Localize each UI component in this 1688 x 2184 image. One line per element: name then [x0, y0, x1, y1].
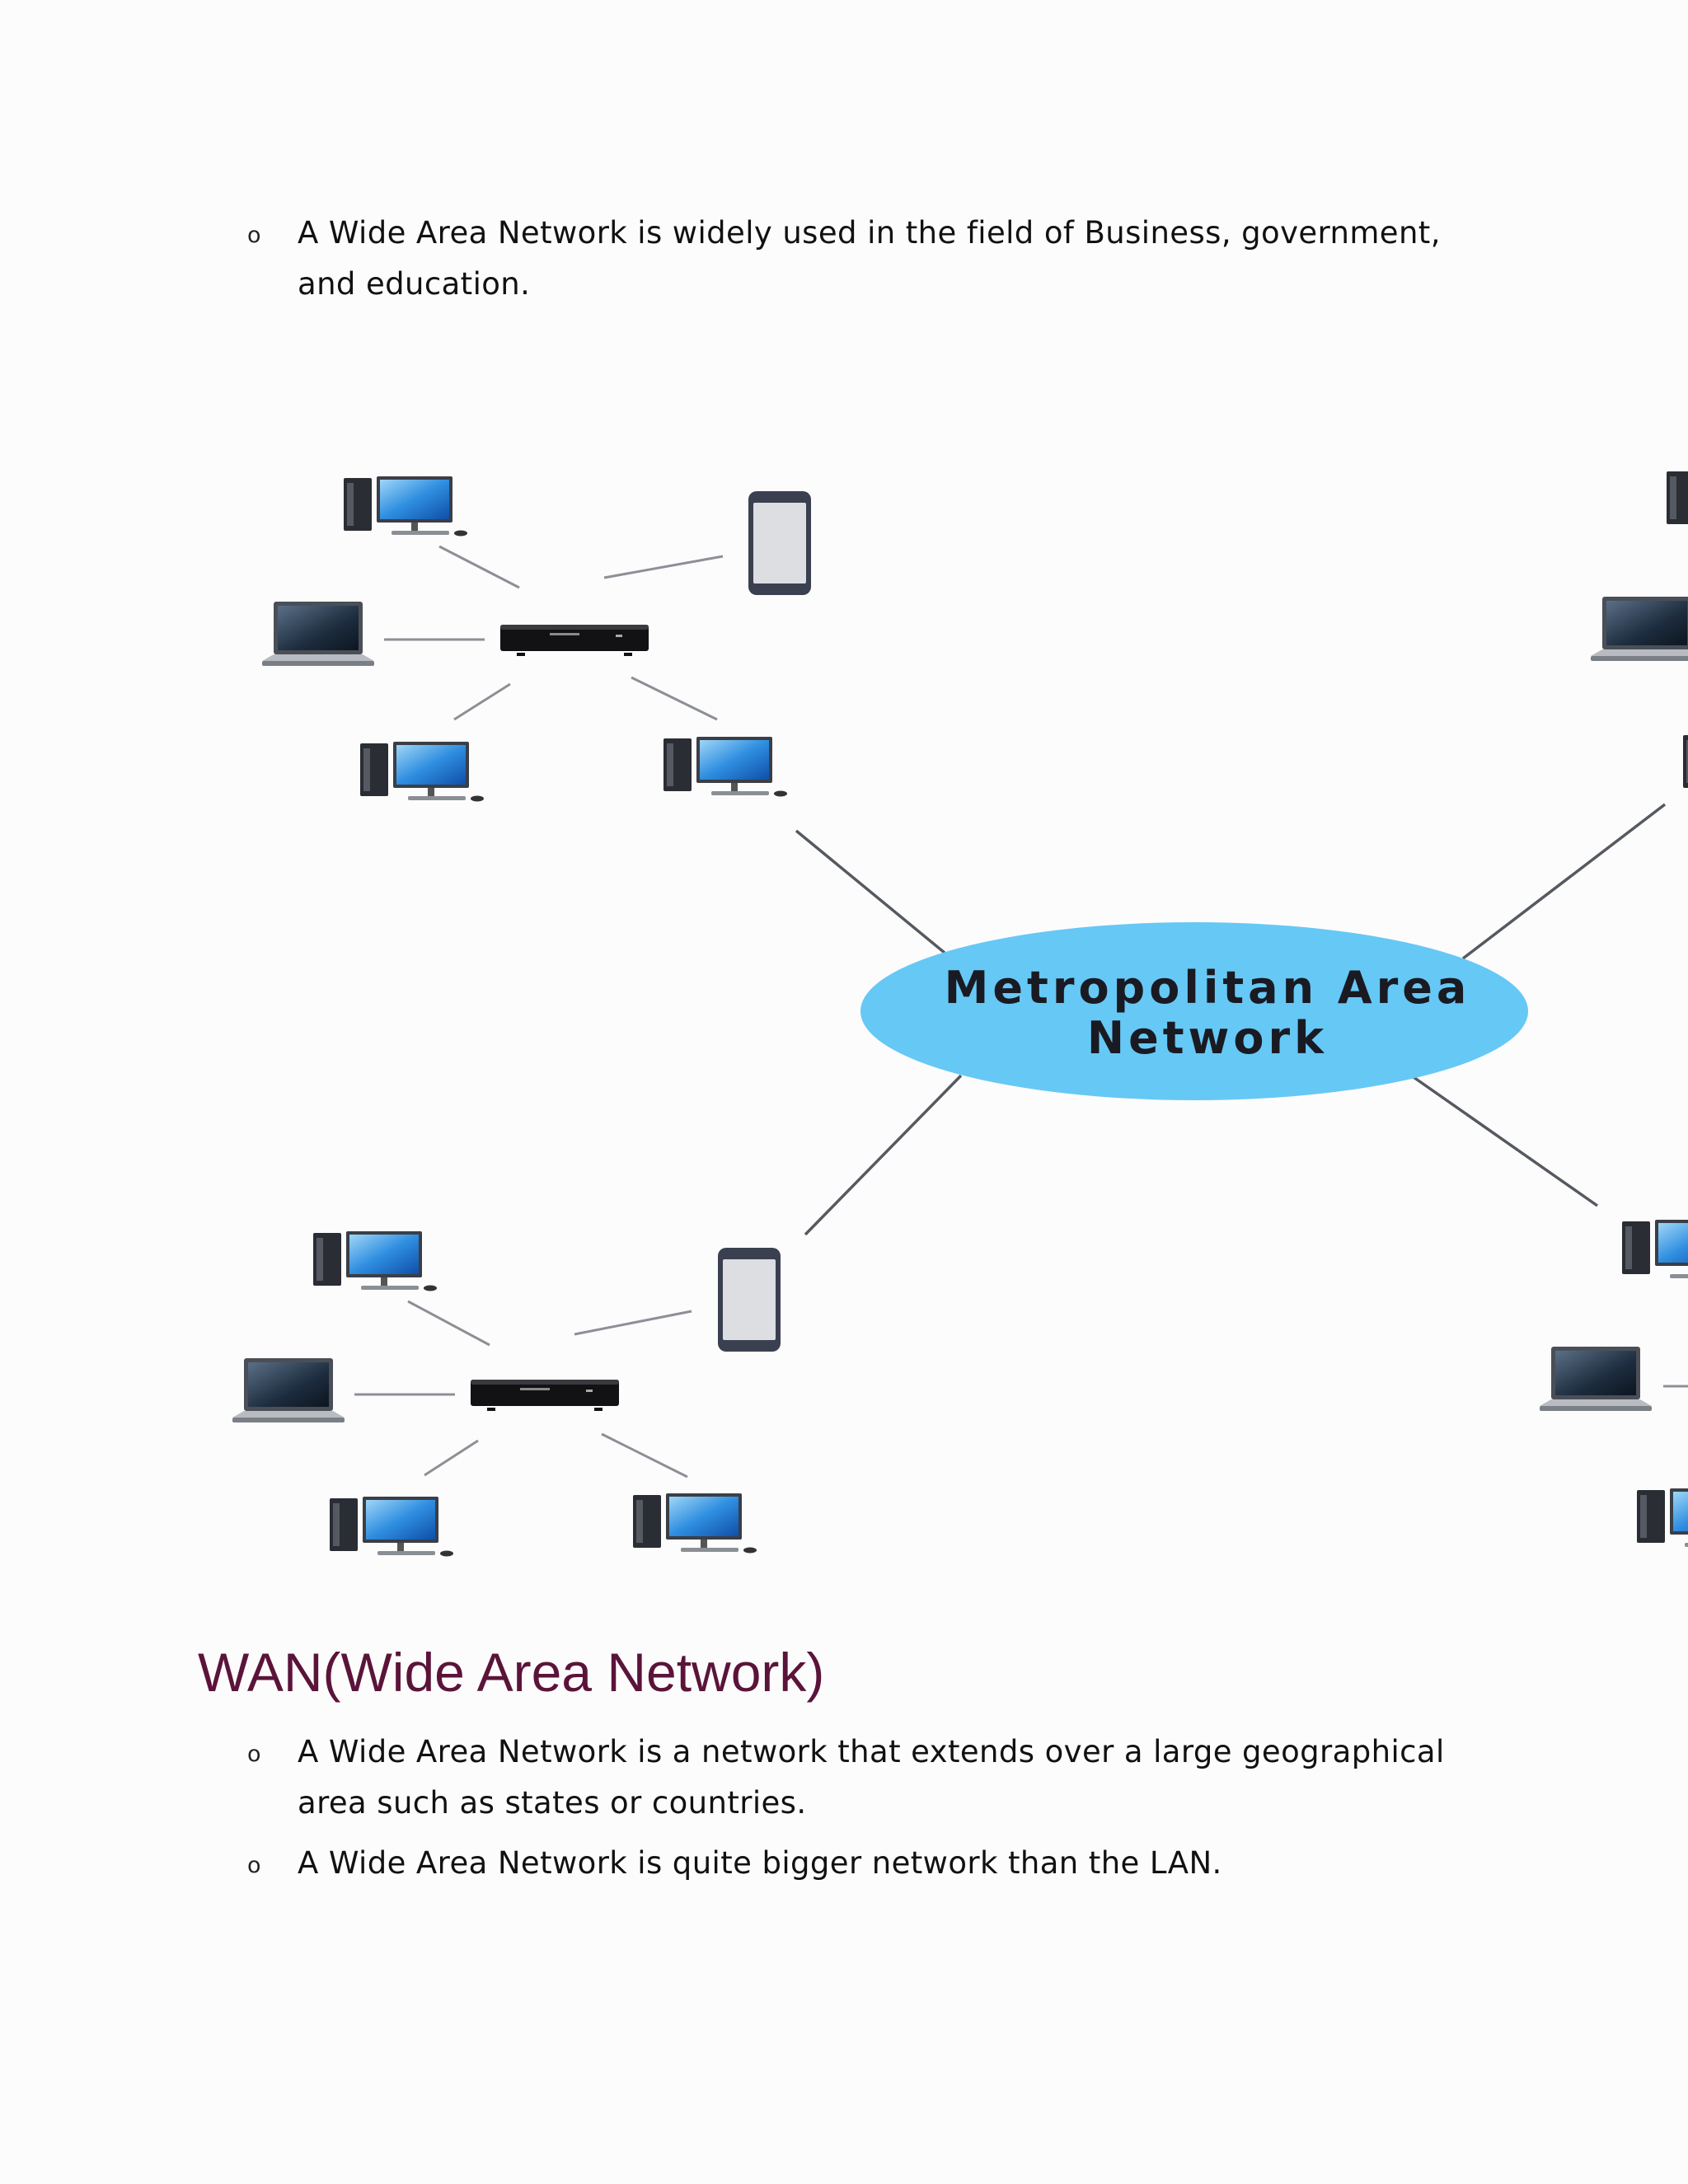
router-icon [500, 625, 649, 656]
desktop-icon [663, 737, 787, 797]
laptop-icon [1540, 1347, 1652, 1411]
list-bullet: o [247, 223, 261, 248]
man-label-line2: Network [1087, 1012, 1328, 1064]
list-item-text: A Wide Area Network is a network that ex… [298, 1734, 1445, 1821]
phone-icon [718, 1248, 781, 1352]
man-node: Metropolitan Area Network [860, 922, 1528, 1100]
desktop-icon [330, 1497, 453, 1557]
laptop-icon [232, 1358, 345, 1422]
desktop-icon [313, 1231, 437, 1291]
section-heading: WAN(Wide Area Network) [198, 1642, 825, 1703]
list-bullet: o [247, 1853, 261, 1878]
desktop-icon [360, 742, 484, 802]
desktop-icon [344, 476, 467, 537]
lan-cluster-bottom-right [1540, 1220, 1688, 1549]
desktop-icon [1667, 470, 1688, 530]
list-item-text: A Wide Area Network is widely used in th… [298, 215, 1441, 302]
lan-cluster-top-left [262, 476, 811, 802]
lan-cluster-top-right [1591, 470, 1688, 794]
lan-cluster-bottom-left [232, 1231, 781, 1557]
list-item-text: A Wide Area Network is quite bigger netw… [298, 1845, 1222, 1881]
phone-icon [748, 491, 811, 595]
laptop-icon [262, 602, 374, 666]
desktop-icon [1683, 733, 1688, 794]
list-bullet: o [247, 1741, 261, 1767]
desktop-icon [633, 1493, 757, 1554]
man-links [795, 803, 1667, 1236]
laptop-icon [1591, 597, 1688, 661]
desktop-icon [1622, 1220, 1688, 1280]
desktop-icon [1637, 1488, 1688, 1549]
man-diagram: Metropolitan Area Network [232, 470, 1688, 1557]
router-icon [471, 1380, 619, 1411]
man-label-line1: Metropolitan Area [945, 962, 1471, 1014]
